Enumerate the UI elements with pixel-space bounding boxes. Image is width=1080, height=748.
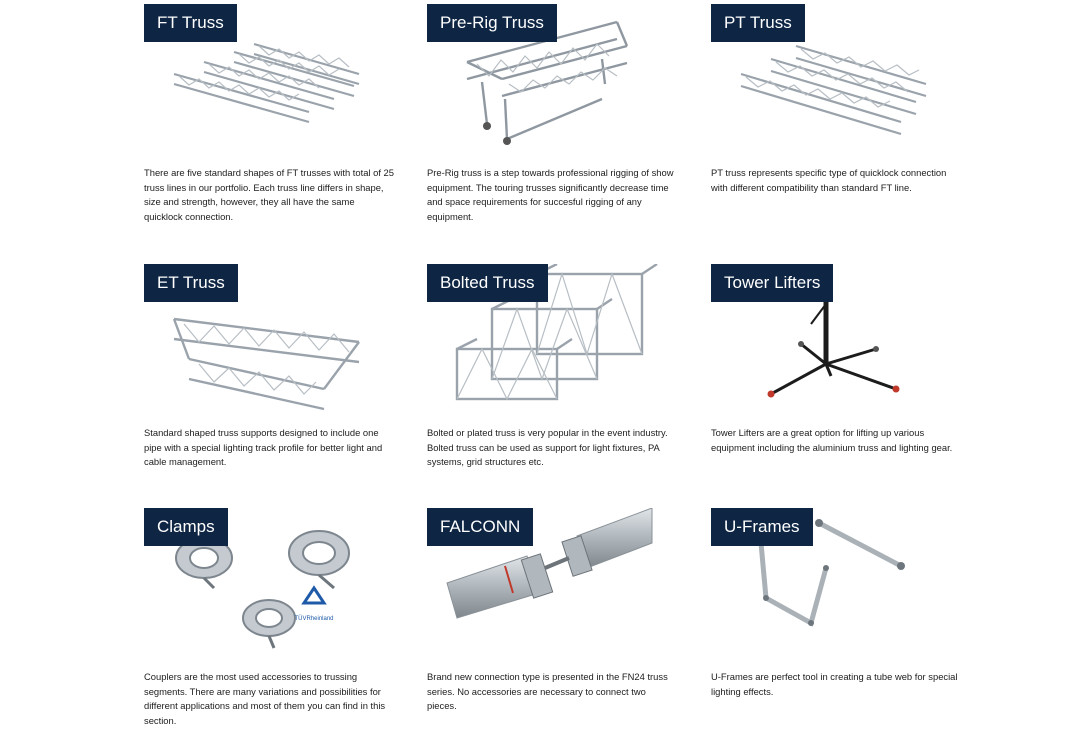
card-tower-lifters[interactable]: Tower Lifters Tower Lifters are a great … bbox=[711, 264, 1001, 504]
pt-truss-description: PT truss represents specific type of qui… bbox=[711, 167, 947, 193]
card-clamps[interactable]: TÜVRheinland Clamps Couplers are the mos… bbox=[144, 508, 434, 748]
u-frames-label[interactable]: U-Frames bbox=[711, 508, 813, 546]
clamps-image: TÜVRheinland bbox=[175, 530, 350, 649]
falconn-description: Brand new connection type is presented i… bbox=[427, 671, 668, 712]
pre-rig-truss-image bbox=[466, 20, 629, 145]
et-truss-label[interactable]: ET Truss bbox=[144, 264, 238, 302]
bolted-truss-image bbox=[455, 264, 658, 401]
card-et-truss[interactable]: ET Truss Standard shaped truss supports … bbox=[144, 264, 434, 504]
u-frames-description: U-Frames are perfect tool in creating a … bbox=[711, 671, 958, 697]
falconn-image bbox=[446, 508, 653, 619]
card-falconn[interactable]: FALCONN Brand new connection type is pre… bbox=[427, 508, 717, 748]
ft-truss-label[interactable]: FT Truss bbox=[144, 4, 237, 42]
card-ft-truss[interactable]: FT Truss There are five standard shapes … bbox=[144, 4, 434, 244]
svg-text:TÜVRheinland: TÜVRheinland bbox=[294, 615, 333, 622]
et-truss-image bbox=[172, 317, 360, 411]
u-frames-image bbox=[758, 519, 905, 627]
tuv-rheinland-logo: TÜVRheinland bbox=[294, 585, 334, 622]
bolted-truss-label[interactable]: Bolted Truss bbox=[427, 264, 548, 302]
pre-rig-truss-description: Pre-Rig truss is a step towards professi… bbox=[427, 167, 674, 222]
ft-truss-description: There are five standard shapes of FT tru… bbox=[144, 167, 394, 222]
clamps-label[interactable]: Clamps bbox=[144, 508, 228, 546]
tower-lifters-description: Tower Lifters are a great option for lif… bbox=[711, 427, 953, 453]
pt-truss-image bbox=[740, 44, 927, 136]
pt-truss-label[interactable]: PT Truss bbox=[711, 4, 805, 42]
card-pre-rig-truss[interactable]: Pre-Rig Truss Pre-Rig truss is a step to… bbox=[427, 4, 717, 244]
falconn-label[interactable]: FALCONN bbox=[427, 508, 534, 546]
pre-rig-truss-label[interactable]: Pre-Rig Truss bbox=[427, 4, 557, 42]
card-u-frames[interactable]: U-Frames U-Frames are perfect tool in cr… bbox=[711, 508, 1001, 748]
card-bolted-truss[interactable]: Bolted Truss Bolted or plated truss is v… bbox=[427, 264, 717, 504]
ft-truss-image bbox=[173, 42, 360, 124]
bolted-truss-description: Bolted or plated truss is very popular i… bbox=[427, 427, 668, 468]
tower-lifters-label[interactable]: Tower Lifters bbox=[711, 264, 834, 302]
card-pt-truss[interactable]: PT Truss PT truss represents specific ty… bbox=[711, 4, 1001, 244]
et-truss-description: Standard shaped truss supports designed … bbox=[144, 427, 383, 468]
